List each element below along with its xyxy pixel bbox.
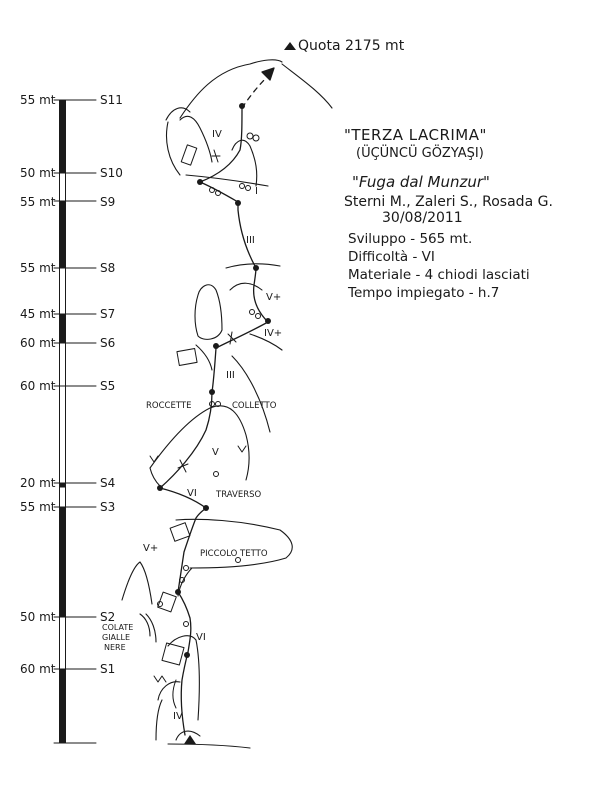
pitch-length-7: 60 mt: [20, 379, 56, 393]
route-authors: Sterni M., Zaleri S., Rosada G.: [344, 194, 553, 210]
grade-pitch-5: V: [212, 447, 219, 458]
grade-pitch-3: V+: [143, 543, 158, 554]
pitch-length-1: 55 mt: [20, 93, 56, 107]
belay-station-s7: [265, 318, 271, 324]
station-label-11: S1: [100, 662, 115, 676]
station-label-6: S6: [100, 336, 115, 350]
grade-pitch-11: IV: [212, 129, 222, 140]
scale-labels: 55 mt S11 50 mt S10 55 mt S9 55 mt S8 45…: [20, 93, 123, 676]
belay-station-s5: [209, 389, 215, 395]
label-roccette: ROCCETTE: [146, 401, 191, 411]
summit-label: Quota 2175 mt: [298, 38, 405, 54]
station-label-9: S3: [100, 500, 115, 514]
station-label-4: S8: [100, 261, 115, 275]
label-colate-2: GIALLE: [102, 633, 130, 642]
belay-station-s1: [184, 652, 190, 658]
station-label-3: S9: [100, 195, 115, 209]
station-label-8: S4: [100, 476, 115, 490]
route-alt-name: (ÜÇÜNCÜ GÖZYAŞI): [356, 146, 484, 161]
belay-station-s2: [175, 589, 181, 595]
feature-labels: ROCCETTE COLLETTO TRAVERSO PICCOLO TETTO…: [102, 401, 277, 652]
pitch-length-3: 55 mt: [20, 195, 56, 209]
station-label-5: S7: [100, 307, 115, 321]
pitch-length-6: 60 mt: [20, 336, 56, 350]
station-label-7: S5: [100, 379, 115, 393]
route-detail-time: Tempo impiegato - h.7: [348, 285, 500, 301]
grade-pitch-10: I: [255, 186, 258, 197]
label-traverso: TRAVERSO: [215, 490, 262, 500]
route-subtitle: "Fuga dal Munzur": [352, 173, 490, 191]
route-name: "TERZA LACRIMA": [344, 126, 487, 144]
rock-outlines: [121, 59, 333, 749]
route-detail-length: Sviluppo - 565 mt.: [348, 231, 473, 247]
pitch-length-11: 60 mt: [20, 662, 56, 676]
pitch-length-10: 50 mt: [20, 610, 56, 624]
belay-station-s3: [203, 505, 209, 511]
grade-pitch-1: IV: [173, 711, 183, 722]
grade-pitch-2: VI: [196, 632, 206, 643]
belay-station-s9: [235, 200, 241, 206]
summit-triangle-icon: [284, 42, 296, 50]
belay-station-s6: [213, 343, 219, 349]
route-symbols: [149, 132, 261, 709]
label-colate-1: COLATE: [102, 623, 133, 632]
label-piccolo-tetto: PICCOLO TETTO: [200, 549, 268, 559]
start-triangle-icon: [184, 735, 196, 744]
label-colate-3: NERE: [104, 643, 126, 652]
belay-station-s8: [253, 265, 259, 271]
belay-stations: [157, 103, 271, 658]
label-colletto: COLLETTO: [232, 401, 277, 411]
route-date: 30/08/2011: [382, 210, 463, 226]
pitch-length-4: 55 mt: [20, 261, 56, 275]
pitch-scale-bar: [53, 99, 97, 744]
grade-pitch-8: V+: [266, 292, 281, 303]
route-detail-gear: Materiale - 4 chiodi lasciati: [348, 267, 530, 283]
grade-pitch-4: VI: [187, 488, 197, 499]
grade-pitch-9: III: [246, 235, 255, 246]
pitch-length-2: 50 mt: [20, 166, 56, 180]
pitch-length-5: 45 mt: [20, 307, 56, 321]
belay-station-s11: [239, 103, 245, 109]
station-label-1: S11: [100, 93, 123, 107]
station-label-10: S2: [100, 610, 115, 624]
station-label-2: S10: [100, 166, 123, 180]
route-detail-difficulty: Difficoltà - VI: [348, 249, 435, 265]
pitch-length-8: 20 mt: [20, 476, 56, 490]
belay-station-s10: [197, 179, 203, 185]
grade-pitch-7: IV+: [264, 328, 282, 339]
pitch-length-9: 55 mt: [20, 500, 56, 514]
grade-labels: IV I III V+ IV+ III V VI V+ VI IV: [143, 129, 282, 722]
grade-pitch-6: III: [226, 370, 235, 381]
belay-station-s4: [157, 485, 163, 491]
